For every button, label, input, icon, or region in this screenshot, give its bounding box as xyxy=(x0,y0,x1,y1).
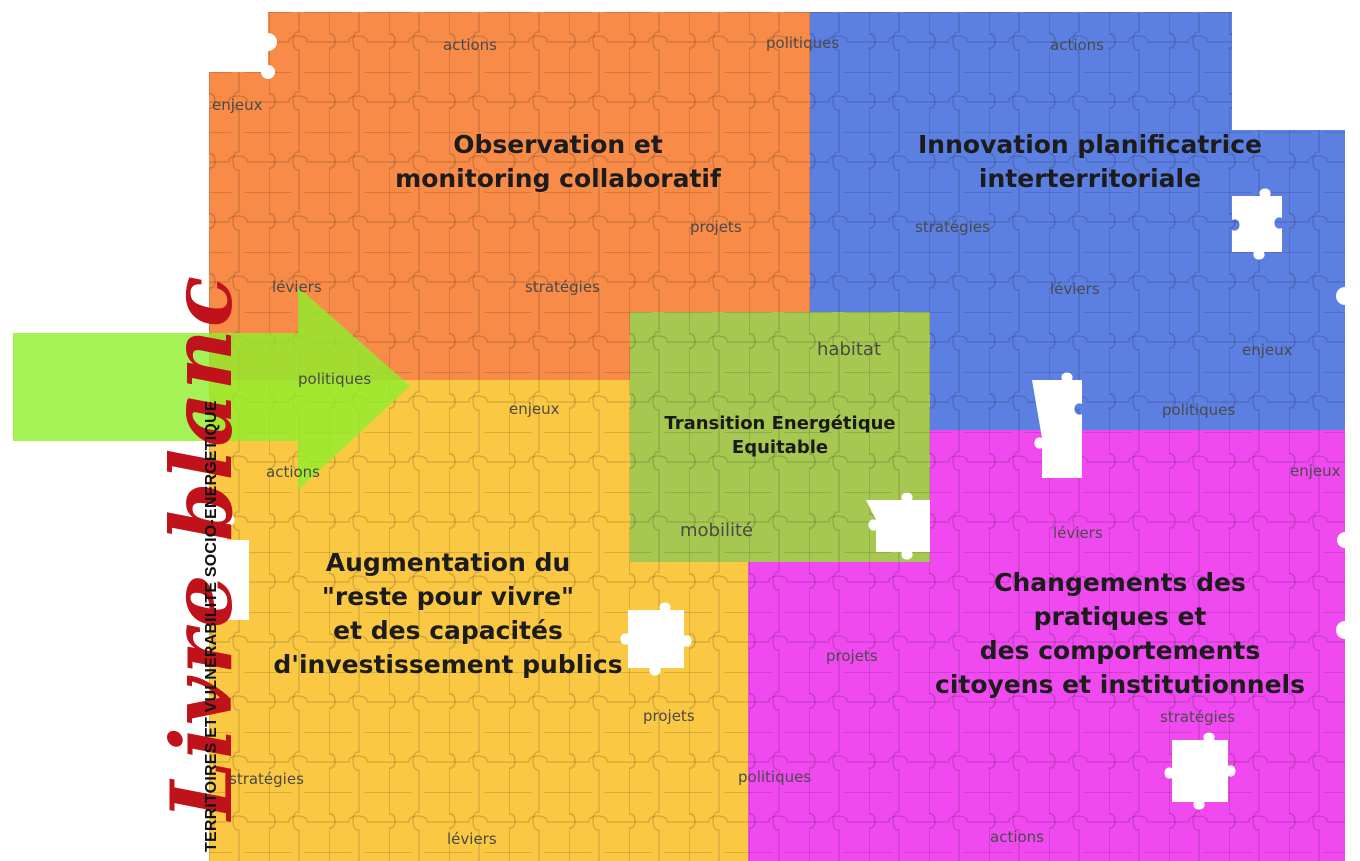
word-label: enjeux xyxy=(509,400,560,418)
title-line: interterritoriale xyxy=(978,164,1202,193)
word-label: projets xyxy=(643,707,695,725)
word-label: actions xyxy=(990,828,1044,846)
title-line: pratiques et xyxy=(1033,602,1207,631)
word-label: stratégies xyxy=(525,278,600,296)
missing-piece xyxy=(209,540,249,620)
missing-piece xyxy=(1032,372,1082,478)
word-label: politiques xyxy=(298,370,372,388)
title-line: citoyens et institutionnels xyxy=(935,670,1305,699)
missing-piece xyxy=(1232,188,1282,260)
title-line: Augmentation du xyxy=(325,548,571,577)
title-line: et des capacités xyxy=(333,616,563,645)
title-line: d'investissement publics xyxy=(273,650,623,679)
word-label: léviers xyxy=(447,830,497,848)
word-label: actions xyxy=(1050,36,1104,54)
word-label: stratégies xyxy=(915,218,990,236)
word-label: actions xyxy=(266,463,320,481)
center-title: Transition Energétique Equitable xyxy=(630,412,930,460)
word-label: politiques xyxy=(738,768,812,786)
center-word-bottom: mobilité xyxy=(680,520,754,541)
vertical-subtitle: TERRITOIRES ET VULNERABILITE SOCIO-ENERG… xyxy=(203,400,220,852)
quadrant-top-left-title: Observation et monitoring collaboratif xyxy=(368,128,748,196)
missing-piece xyxy=(866,492,930,560)
word-label: projets xyxy=(690,218,742,236)
center-word-top: habitat xyxy=(817,339,882,360)
word-label: stratégies xyxy=(1160,708,1235,726)
word-label: enjeux xyxy=(212,96,263,114)
missing-pieces xyxy=(209,188,1282,810)
word-label: projets xyxy=(826,647,878,665)
missing-piece xyxy=(620,602,692,676)
word-label: léviers xyxy=(1050,280,1100,298)
missing-piece xyxy=(1164,732,1236,810)
word-label: léviers xyxy=(272,278,322,296)
word-label: politiques xyxy=(1162,401,1236,419)
title-line: des comportements xyxy=(979,636,1261,665)
title-line: Innovation planificatrice xyxy=(918,130,1262,159)
word-label: léviers xyxy=(1053,524,1103,542)
title-line: monitoring collaboratif xyxy=(395,164,721,193)
edge-tabs xyxy=(259,33,1354,639)
title-line: Observation et xyxy=(453,130,663,159)
title-line: Changements des xyxy=(994,568,1246,597)
title-line: Transition Energétique xyxy=(664,413,896,434)
missing-piece xyxy=(209,497,235,541)
title-line: "reste pour vivre" xyxy=(321,582,575,611)
quadrant-bottom-right-title: Changements des pratiques et des comport… xyxy=(920,566,1320,702)
quadrant-bottom-left-title: Augmentation du "reste pour vivre" et de… xyxy=(248,546,648,682)
word-label: actions xyxy=(443,36,497,54)
word-label: enjeux xyxy=(1242,341,1293,359)
quadrant-top-right-title: Innovation planificatrice interterritori… xyxy=(880,128,1300,196)
title-line: Equitable xyxy=(731,437,829,458)
livre-blanc-title: Livre blanc xyxy=(152,273,251,820)
word-label: politiques xyxy=(766,34,840,52)
word-label: enjeux xyxy=(1290,462,1341,480)
word-label: stratégies xyxy=(229,770,304,788)
